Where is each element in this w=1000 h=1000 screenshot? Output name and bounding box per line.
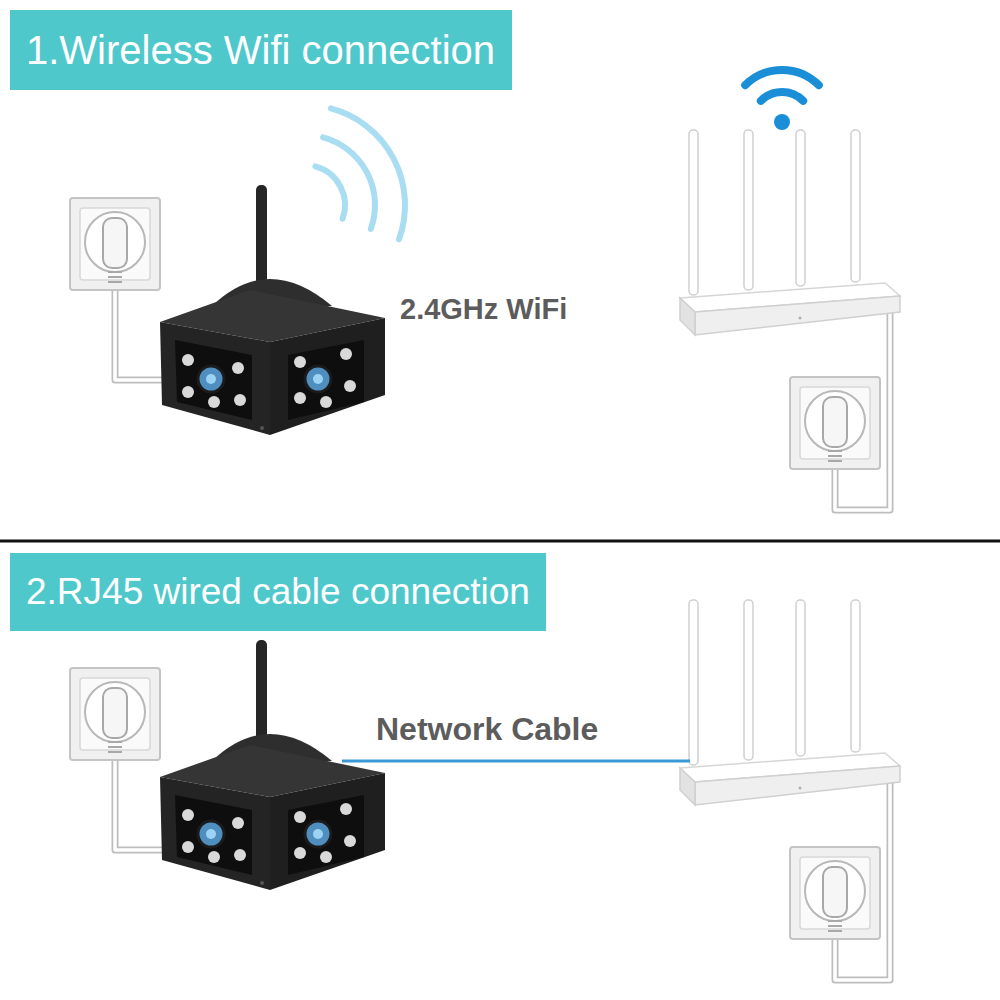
wall-socket <box>790 377 880 469</box>
camera <box>160 185 385 435</box>
router <box>680 600 900 805</box>
connection-label: Network Cable <box>376 712 598 747</box>
wall-socket <box>70 668 160 760</box>
heading-text: 1.Wireless Wifi connection <box>26 28 495 72</box>
wall-socket <box>790 847 880 939</box>
section-divider <box>0 540 1000 543</box>
heading-band: 1.Wireless Wifi connection <box>10 10 512 90</box>
network-cable <box>342 760 690 763</box>
heading-band: 2.RJ45 wired cable connection <box>10 553 546 631</box>
wall-socket <box>70 198 160 290</box>
router <box>680 130 900 335</box>
camera <box>160 640 385 890</box>
heading-text: 2.RJ45 wired cable connection <box>26 572 530 613</box>
wifi-symbol <box>745 70 819 130</box>
connection-label: 2.4GHz WiFi <box>400 294 567 326</box>
wifi-waves <box>315 108 405 239</box>
